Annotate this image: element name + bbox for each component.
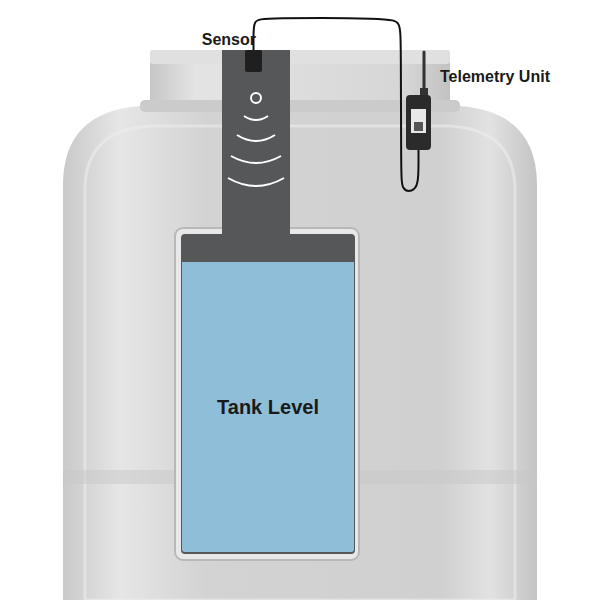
liquid-level: Tank Level [182, 262, 354, 552]
window-frame [175, 228, 359, 560]
tank-highlight [85, 126, 515, 600]
sonar-waves [228, 93, 284, 186]
tank-interior [181, 234, 355, 554]
node-label: Tank Level [217, 396, 319, 419]
node-label: Telemetry Unit [440, 68, 550, 86]
cap-rim [150, 50, 450, 64]
telemetry-box: Telemetry Unit [406, 95, 431, 150]
qr-mark [414, 122, 423, 131]
tank-body [63, 106, 537, 600]
sensor-well [222, 50, 290, 240]
sensor-device: Sensor [245, 50, 262, 72]
sensor-cable [254, 18, 419, 191]
node-label: Sensor [202, 31, 256, 49]
